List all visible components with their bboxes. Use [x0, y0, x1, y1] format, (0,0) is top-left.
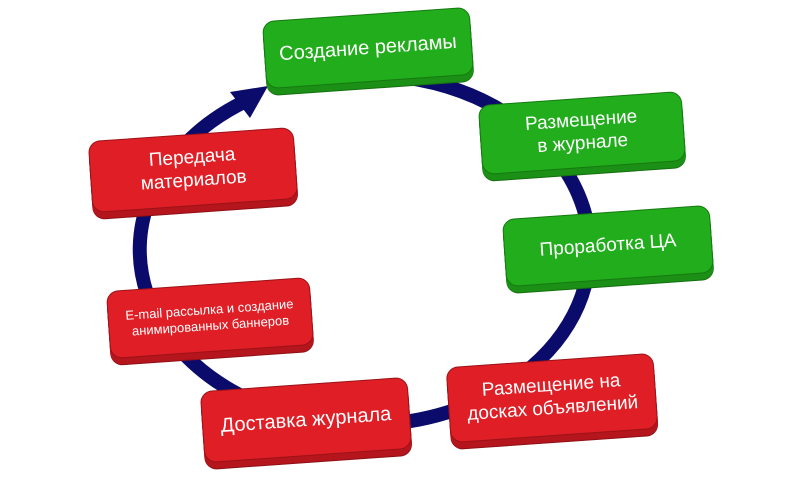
- step-label: Доставка журнала: [219, 403, 393, 437]
- step-label: Проработка ЦА: [538, 229, 677, 261]
- step-label: Передача материалов: [140, 144, 248, 195]
- step-classifieds-placement: Размещение на досках объявлений: [445, 352, 659, 444]
- step-label: E-mail рассылка и создание анимированных…: [124, 296, 294, 339]
- step-label: Создание рекламы: [278, 30, 458, 66]
- arrowhead-icon: [230, 86, 268, 118]
- step-magazine-placement: Размещение в журнале: [477, 90, 687, 176]
- step-create-ad: Создание рекламы: [261, 6, 475, 90]
- step-target-audience: Проработка ЦА: [501, 204, 715, 288]
- step-label: Размещение в журнале: [524, 106, 638, 158]
- step-label: Размещение на досках объявлений: [466, 370, 639, 425]
- step-materials-transfer: Передача материалов: [87, 126, 299, 214]
- step-email-banners: E-mail рассылка и создание анимированных…: [105, 276, 315, 360]
- step-magazine-delivery: Доставка журнала: [199, 376, 413, 464]
